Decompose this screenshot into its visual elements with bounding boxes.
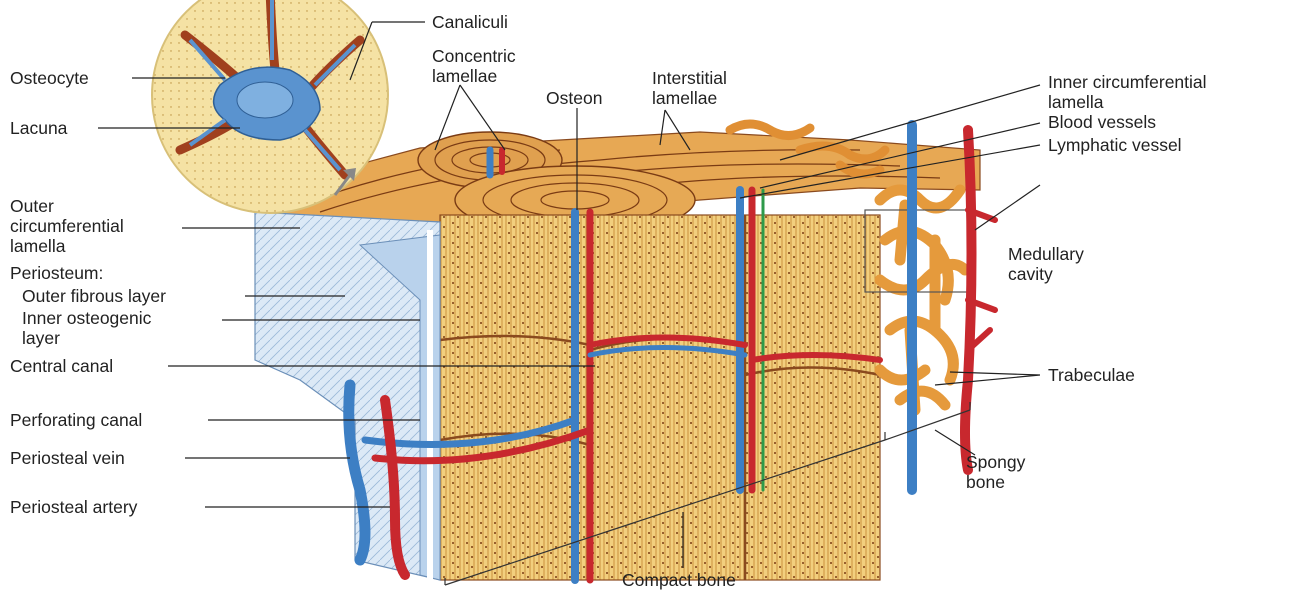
label-spongy-bone-2: bone bbox=[966, 472, 1005, 492]
label-outer-circumferential-1: Outer bbox=[10, 196, 54, 216]
label-lacuna: Lacuna bbox=[10, 118, 68, 138]
label-concentric-lamellae-2: lamellae bbox=[432, 66, 497, 86]
spongy-bone-bracket bbox=[885, 402, 970, 440]
label-interstitial-lamellae-2: lamellae bbox=[652, 88, 717, 108]
label-compact-bone: Compact bone bbox=[622, 570, 736, 590]
label-spongy-bone-1: Spongy bbox=[966, 452, 1026, 472]
label-periosteal-artery: Periosteal artery bbox=[10, 497, 138, 517]
label-central-canal: Central canal bbox=[10, 356, 113, 376]
label-perforating-canal: Perforating canal bbox=[10, 410, 142, 430]
label-lymphatic-vessel: Lymphatic vessel bbox=[1048, 135, 1182, 155]
label-inner-circumferential-2: lamella bbox=[1048, 92, 1104, 112]
label-osteon: Osteon bbox=[546, 88, 602, 108]
label-outer-circumferential-2: circumferential bbox=[10, 216, 124, 236]
label-outer-fibrous-layer: Outer fibrous layer bbox=[22, 286, 166, 306]
label-periosteum: Periosteum: bbox=[10, 263, 103, 283]
label-interstitial-lamellae-1: Interstitial bbox=[652, 68, 727, 88]
label-blood-vessels: Blood vessels bbox=[1048, 112, 1156, 132]
label-inner-osteogenic-2: layer bbox=[22, 328, 60, 348]
label-inner-osteogenic-1: Inner osteogenic bbox=[22, 308, 152, 328]
spongy-bone bbox=[880, 190, 965, 410]
label-osteocyte: Osteocyte bbox=[10, 68, 89, 88]
label-medullary-cavity-1: Medullary bbox=[1008, 244, 1084, 264]
bone-block bbox=[255, 124, 995, 585]
label-trabeculae: Trabeculae bbox=[1048, 365, 1135, 385]
label-inner-circumferential-1: Inner circumferential bbox=[1048, 72, 1207, 92]
label-periosteal-vein: Periosteal vein bbox=[10, 448, 125, 468]
label-canaliculi: Canaliculi bbox=[432, 12, 508, 32]
label-outer-circumferential-3: lamella bbox=[10, 236, 66, 256]
label-concentric-lamellae-1: Concentric bbox=[432, 46, 516, 66]
label-medullary-cavity-2: cavity bbox=[1008, 264, 1053, 284]
bone-front-face bbox=[440, 215, 880, 580]
